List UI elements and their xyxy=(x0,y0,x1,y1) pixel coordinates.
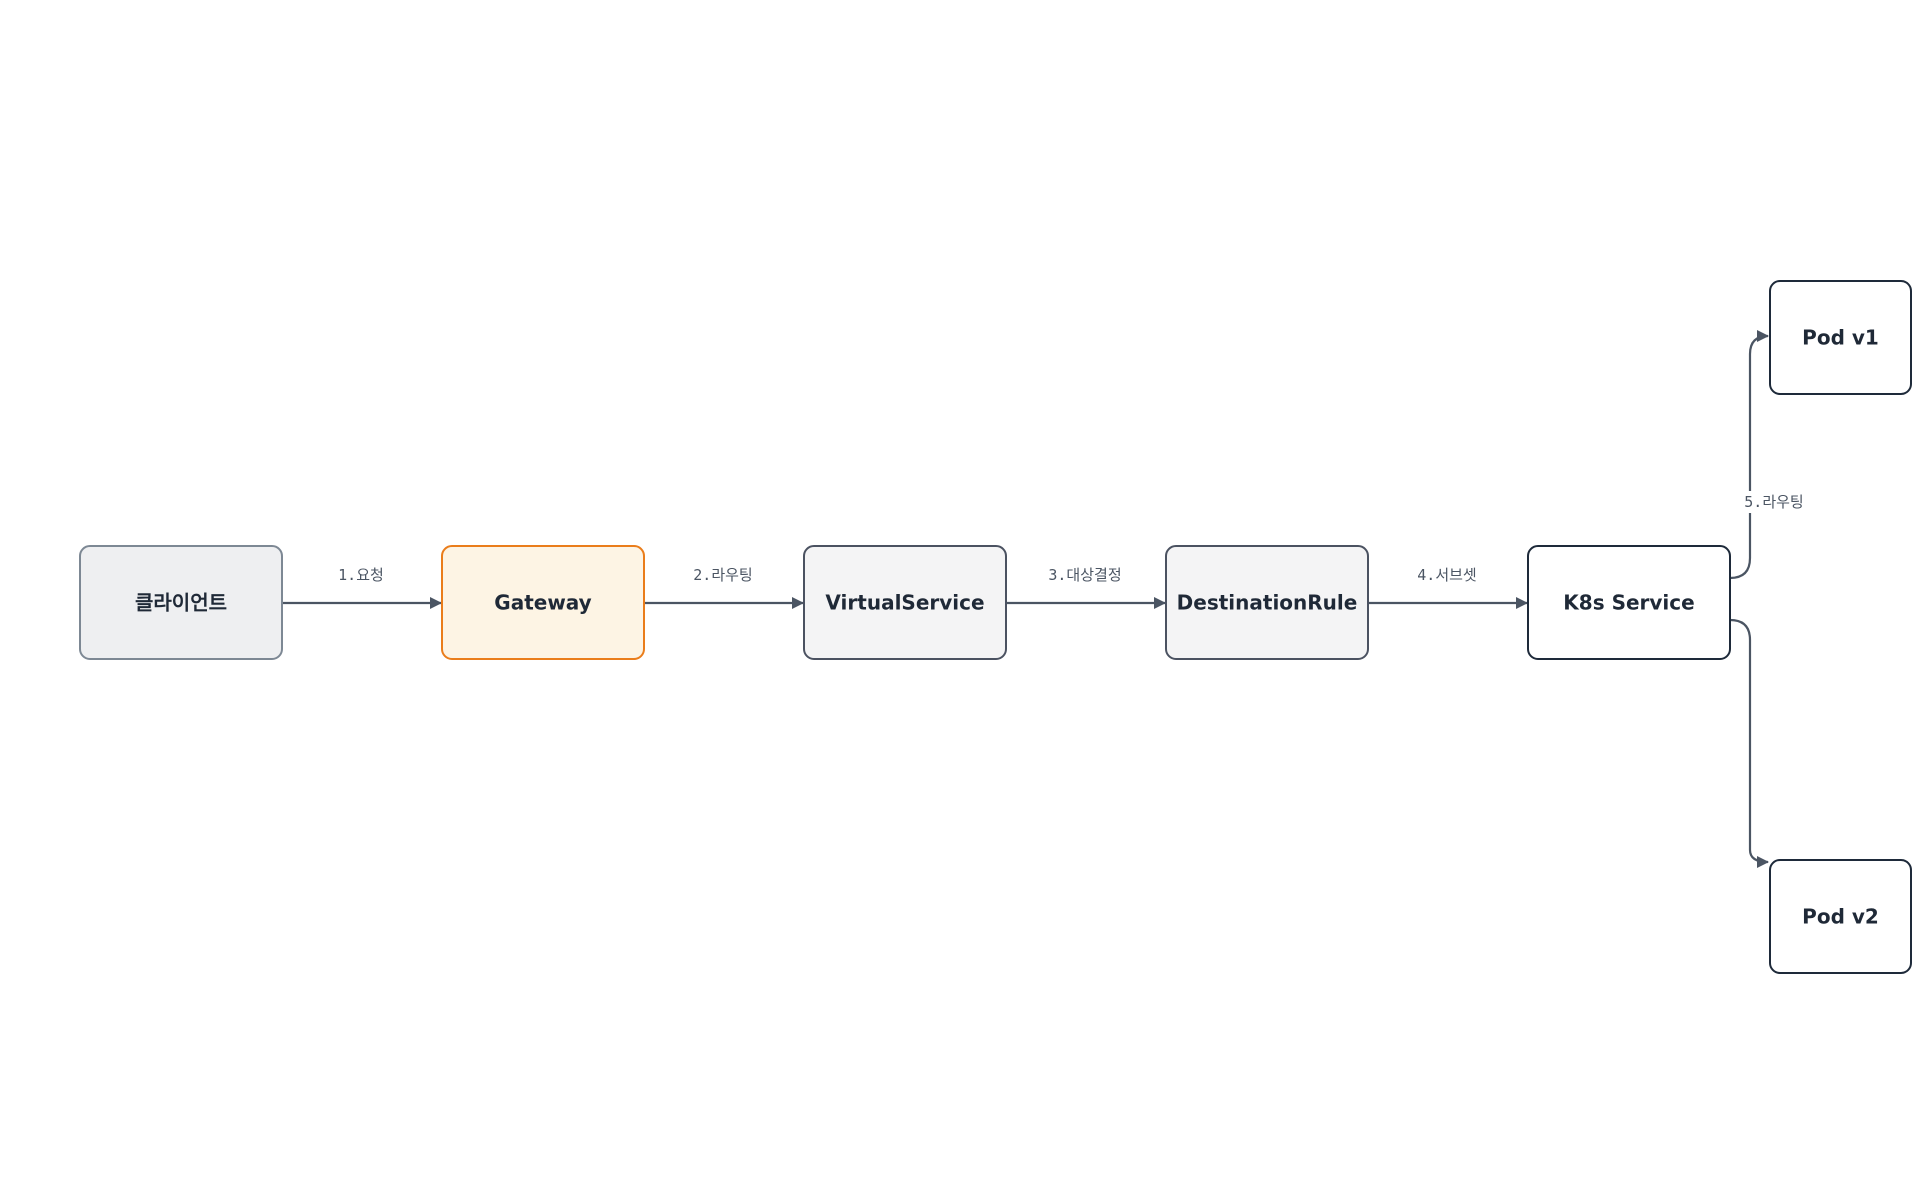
node-label-gateway: Gateway xyxy=(494,591,591,615)
node-podv1[interactable]: Pod v1 xyxy=(1769,280,1912,395)
edge-label-virtualservice-destinationrule: 3.대상결정 xyxy=(1048,566,1121,584)
edge-label-background xyxy=(331,564,391,586)
edge-label-background xyxy=(1042,564,1128,586)
node-destinationrule[interactable]: DestinationRule xyxy=(1165,545,1369,660)
edge-label-background xyxy=(1410,564,1484,586)
edge-label-client-gateway: 1.요청 xyxy=(338,566,384,584)
node-box-gateway[interactable] xyxy=(441,545,645,660)
edge-labels-layer: 1.요청 2.라우팅 3.대상결정 4.서브셋 5.라우팅 xyxy=(331,491,1811,586)
node-box-k8sservice[interactable] xyxy=(1527,545,1731,660)
edge-label-gateway-virtualservice: 2.라우팅 xyxy=(693,566,752,584)
edge-label-background xyxy=(1737,491,1811,513)
edge-label-background xyxy=(686,564,760,586)
node-label-virtualservice: VirtualService xyxy=(825,591,984,615)
edge-k8sservice-podv1 xyxy=(1729,330,1769,580)
edge-k8sservice-podv2 xyxy=(1729,618,1769,868)
node-label-client: 클라이언트 xyxy=(135,591,227,615)
node-box-destinationrule[interactable] xyxy=(1165,545,1369,660)
node-podv2[interactable]: Pod v2 xyxy=(1769,859,1912,974)
node-label-k8sservice: K8s Service xyxy=(1563,591,1694,615)
node-k8sservice[interactable]: K8s Service xyxy=(1527,545,1731,660)
node-gateway[interactable]: Gateway xyxy=(441,545,645,660)
node-label-podv1: Pod v1 xyxy=(1802,326,1879,350)
node-client[interactable]: 클라이언트 xyxy=(79,545,283,660)
edge-label-destinationrule-k8sservice: 4.서브셋 xyxy=(1417,566,1476,584)
node-box-podv1[interactable] xyxy=(1769,280,1912,395)
node-box-podv2[interactable] xyxy=(1769,859,1912,974)
node-box-virtualservice[interactable] xyxy=(803,545,1007,660)
node-box-client[interactable] xyxy=(79,545,283,660)
edges-layer xyxy=(282,330,1769,868)
edge-label-k8sservice-podv1: 5.라우팅 xyxy=(1744,493,1803,511)
node-label-destinationrule: DestinationRule xyxy=(1177,591,1358,615)
node-label-podv2: Pod v2 xyxy=(1802,905,1879,929)
node-virtualservice[interactable]: VirtualService xyxy=(803,545,1007,660)
nodes-layer: 클라이언트 Gateway VirtualService DestinationRul… xyxy=(79,280,1912,974)
